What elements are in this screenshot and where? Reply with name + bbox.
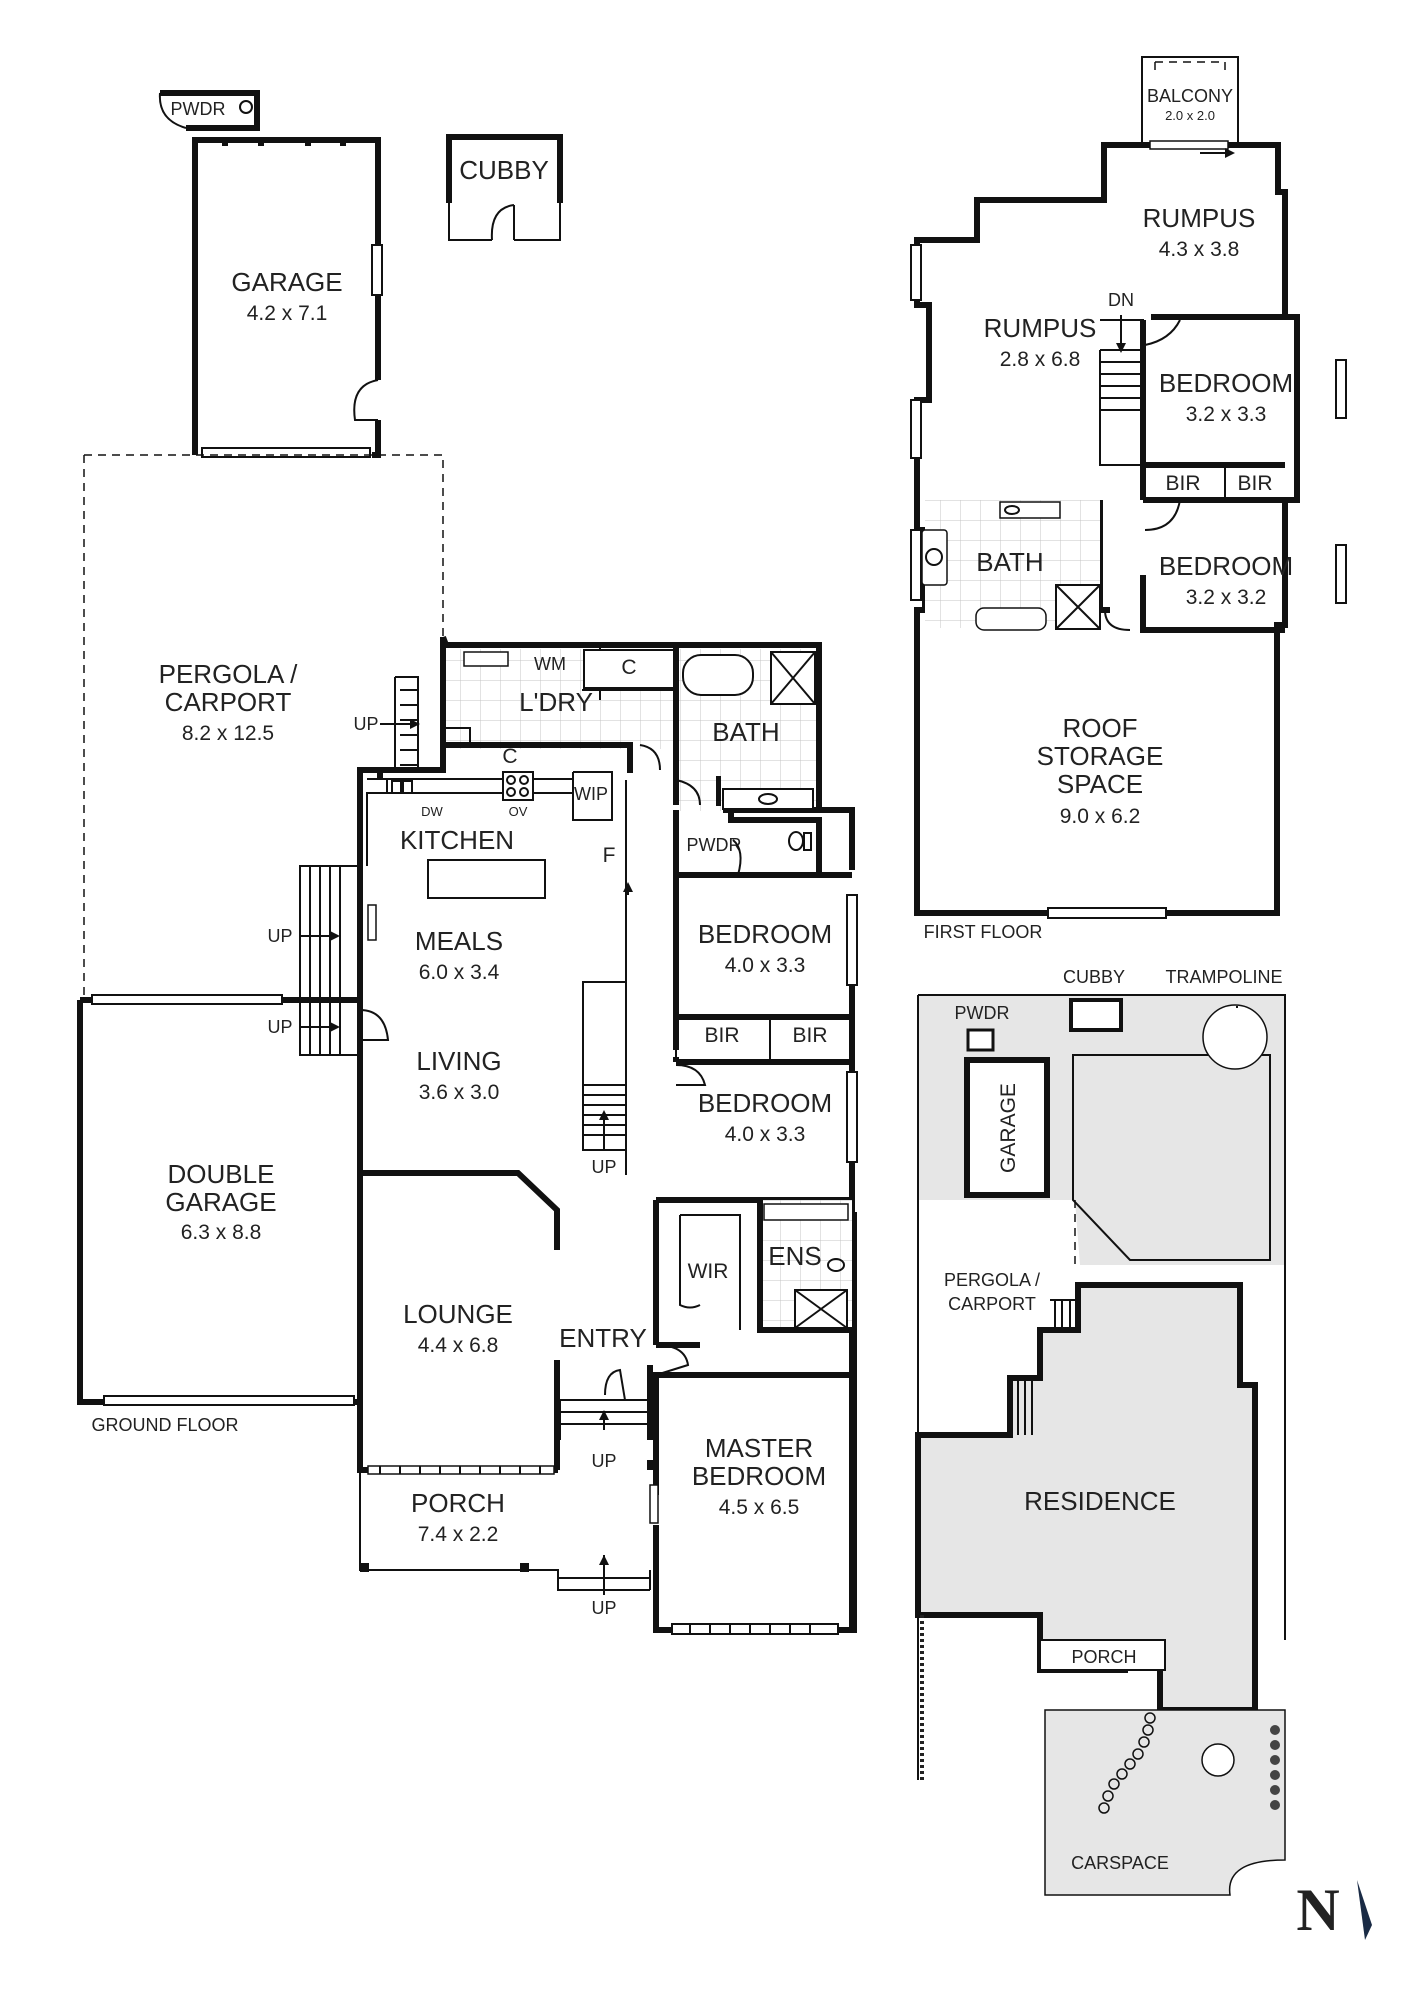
ff-bir1-label: BIR [1165, 472, 1200, 495]
site-garage: GARAGE [997, 1083, 1020, 1173]
master-label-2: BEDROOM [692, 1461, 826, 1491]
double-garage: DOUBLE GARAGE 6.3 x 8.8 [77, 994, 360, 1406]
roof-label-2: STORAGE [1037, 741, 1164, 771]
site-cubby: CUBBY [1063, 967, 1125, 987]
up-label-meals: UP [267, 926, 292, 946]
rumpus1-label: RUMPUS [1143, 203, 1256, 233]
site-trampoline: TRAMPOLINE [1165, 967, 1282, 987]
garage-label: GARAGE [231, 267, 342, 297]
pergola-label: PERGOLA / [159, 659, 298, 689]
pergola-label-2: CARPORT [165, 687, 292, 717]
site-pwdr: PWDR [955, 1003, 1010, 1023]
meals-label: MEALS [415, 926, 503, 956]
ground-floor-label: GROUND FLOOR [91, 1415, 238, 1435]
cubby-label: CUBBY [459, 155, 549, 185]
master-size: 4.5 x 6.5 [719, 1496, 800, 1519]
kitchen-c: C [502, 745, 517, 768]
rumpus1-size: 4.3 x 3.8 [1159, 238, 1240, 261]
cooktop-icon [502, 771, 534, 801]
double-garage-size: 6.3 x 8.8 [181, 1221, 262, 1244]
ground-floor-stairs [582, 981, 627, 1151]
up-label-stairs: UP [591, 1157, 616, 1177]
rumpus2-label: RUMPUS [984, 313, 1097, 343]
rumpus2-size: 2.8 x 6.8 [1000, 348, 1081, 371]
north-compass: N [1296, 1877, 1372, 1943]
ens-label: ENS [768, 1241, 821, 1271]
balcony-label: BALCONY [1147, 86, 1233, 106]
double-garage-label: DOUBLE [168, 1159, 275, 1189]
porch-size: 7.4 x 2.2 [418, 1523, 499, 1546]
bir1-label: BIR [704, 1024, 739, 1047]
living-size: 3.6 x 3.0 [419, 1081, 500, 1104]
cubby: CUBBY [446, 134, 563, 241]
up-label-laundry: UP [353, 714, 378, 734]
bedroom2-label: BEDROOM [698, 1088, 832, 1118]
site-plan: CUBBY TRAMPOLINE PWDR GARAGE RESIDENCE P… [915, 967, 1286, 1896]
entry-label: ENTRY [559, 1323, 647, 1353]
bedroom2-size: 4.0 x 3.3 [725, 1123, 806, 1146]
north-arrow-icon [1357, 1880, 1372, 1940]
kitchen-wip: WIP [574, 784, 608, 804]
lounge-size: 4.4 x 6.8 [418, 1334, 499, 1357]
roof-size: 9.0 x 6.2 [1060, 805, 1141, 828]
pergola-size: 8.2 x 12.5 [182, 722, 274, 745]
roof-label: ROOF [1062, 713, 1137, 743]
first-floor-stairs [1100, 315, 1144, 465]
up-label-entry: UP [591, 1451, 616, 1471]
living-label: LIVING [416, 1046, 501, 1076]
ff-bedroom2-size: 3.2 x 3.2 [1186, 586, 1267, 609]
porch-label: PORCH [411, 1488, 505, 1518]
ff-bedroom1-size: 3.2 x 3.3 [1186, 403, 1267, 426]
ff-bedroom1-label: BEDROOM [1159, 368, 1293, 398]
up-label-porch: UP [591, 1598, 616, 1618]
laundry-c: C [621, 656, 636, 679]
laundry-label: L'DRY [519, 687, 593, 717]
bir2-label: BIR [792, 1024, 827, 1047]
detached-powder-room: PWDR [158, 90, 260, 131]
porch: UP PORCH 7.4 x 2.2 [359, 1465, 651, 1618]
balcony-size: 2.0 x 2.0 [1165, 108, 1215, 123]
pergola-carport: PERGOLA / CARPORT 8.2 x 12.5 [83, 454, 444, 1000]
master-label: MASTER [705, 1433, 813, 1463]
kitchen-f: F [603, 844, 616, 867]
site-pergola-2: CARPORT [948, 1294, 1036, 1314]
ground-floor-plan: PWDR CUBBY GARAGE 4.2 x 7.1 PERGOLA / CA… [77, 90, 858, 1635]
wir-label: WIR [688, 1260, 729, 1283]
first-floor-plan: BALCONY 2.0 x 2.0 DN BA [910, 56, 1347, 942]
first-floor-label: FIRST FLOOR [924, 922, 1043, 942]
site-pergola: PERGOLA / [944, 1270, 1040, 1290]
meals-size: 6.0 x 3.4 [419, 961, 500, 984]
pwdr-detached-label: PWDR [171, 99, 226, 119]
kitchen-dw: DW [421, 804, 443, 819]
up-label-living: UP [267, 1017, 292, 1037]
hedge-east [1270, 1725, 1280, 1810]
ff-bath-label: BATH [976, 547, 1043, 577]
laundry-wm: WM [534, 654, 566, 674]
path-stones [1098, 1712, 1156, 1814]
bedroom1-size: 4.0 x 3.3 [725, 954, 806, 977]
site-residence: RESIDENCE [1024, 1486, 1176, 1516]
ff-bir2-label: BIR [1237, 472, 1272, 495]
lounge-label: LOUNGE [403, 1299, 513, 1329]
pwdr-label: PWDR [687, 835, 742, 855]
kitchen-ov: OV [509, 804, 528, 819]
double-garage-label-2: GARAGE [165, 1187, 276, 1217]
ff-bedroom2-label: BEDROOM [1159, 551, 1293, 581]
dn-label: DN [1108, 290, 1134, 310]
site-carspace: CARSPACE [1071, 1853, 1169, 1873]
site-porch: PORCH [1071, 1647, 1136, 1667]
roof-label-3: SPACE [1057, 769, 1143, 799]
bath-label: BATH [712, 717, 779, 747]
garage-size: 4.2 x 7.1 [247, 302, 328, 325]
kitchen-label: KITCHEN [400, 825, 514, 855]
west-steps [299, 865, 361, 1056]
bedroom1-label: BEDROOM [698, 919, 832, 949]
compass-letter: N [1296, 1877, 1339, 1943]
laundry-steps [394, 676, 419, 770]
garage: GARAGE 4.2 x 7.1 [192, 137, 383, 458]
